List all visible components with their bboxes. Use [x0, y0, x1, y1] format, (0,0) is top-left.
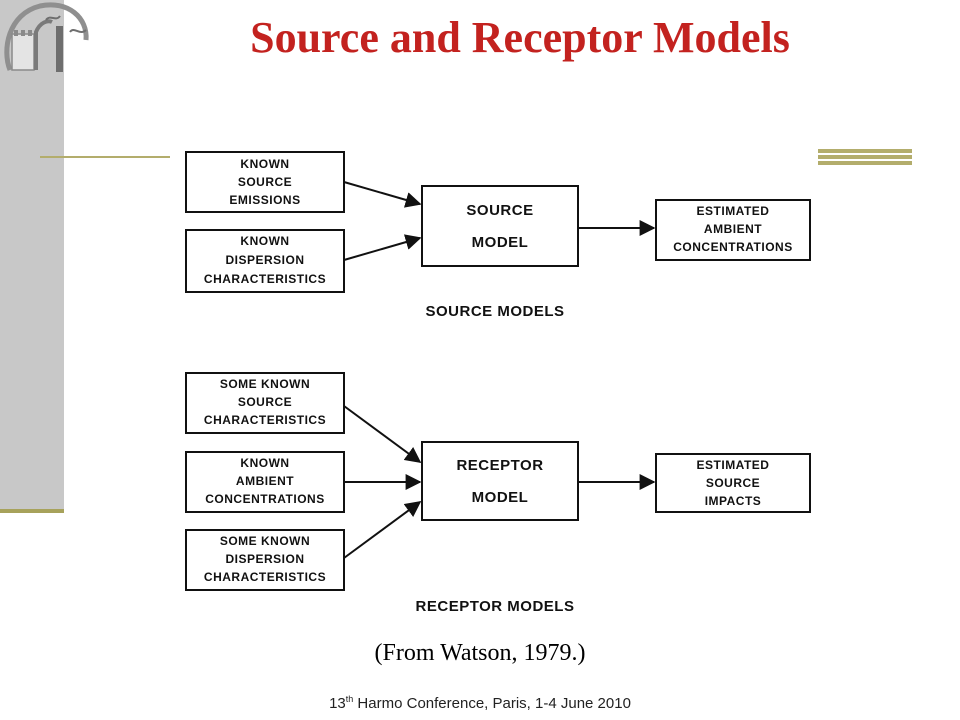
receptor-input-dispersion-line-2: DISPERSION	[225, 552, 304, 566]
arrow-emissions-to-source-model	[343, 181, 422, 208]
slide-title: Source and Receptor Models	[250, 13, 790, 62]
source-input-emissions-line-2: SOURCE	[238, 175, 292, 189]
receptor-input-dispersion: SOME KNOWN DISPERSION CHARACTERISTICS	[185, 529, 345, 591]
source-input-dispersion-line-3: CHARACTERISTICS	[204, 272, 326, 286]
receptor-output-line-1: ESTIMATED	[697, 458, 770, 472]
receptor-model-line-1: RECEPTOR	[456, 457, 543, 474]
receptor-input-ambient-line-2: AMBIENT	[236, 474, 294, 488]
receptor-output-line-2: SOURCE	[706, 476, 760, 490]
footer-ordinal-suffix: th	[345, 694, 354, 704]
receptor-model-box: RECEPTOR MODEL	[421, 441, 579, 521]
receptor-output-line-3: IMPACTS	[705, 494, 762, 508]
source-output-line-3: CONCENTRATIONS	[673, 240, 792, 254]
receptor-input-dispersion-line-1: SOME KNOWN	[220, 534, 310, 548]
receptor-models-caption: RECEPTOR MODELS	[416, 598, 575, 615]
source-model-line-2: MODEL	[472, 234, 529, 251]
source-output-line-2: AMBIENT	[704, 222, 762, 236]
receptor-input-ambient: KNOWN AMBIENT CONCENTRATIONS	[185, 451, 345, 513]
source-output-box: ESTIMATED AMBIENT CONCENTRATIONS	[655, 199, 811, 261]
receptor-input-dispersion-line-3: CHARACTERISTICS	[204, 570, 326, 584]
source-output-line-1: ESTIMATED	[697, 204, 770, 218]
university-logo-icon	[4, 2, 89, 72]
receptor-input-ambient-line-1: KNOWN	[240, 456, 289, 470]
sidebar-base-line	[0, 509, 64, 513]
receptor-model-line-2: MODEL	[472, 489, 529, 506]
source-input-emissions-line-1: KNOWN	[240, 157, 289, 171]
footer: 13th Harmo Conference, Paris, 1-4 June 2…	[280, 694, 680, 712]
receptor-input-source-line-2: SOURCE	[238, 395, 292, 409]
receptor-input-source-line-3: CHARACTERISTICS	[204, 413, 326, 427]
citation: (From Watson, 1979.)	[374, 640, 586, 666]
footer-text: Harmo Conference, Paris, 1-4 June 2010	[353, 695, 631, 712]
source-models-caption: SOURCE MODELS	[425, 303, 564, 320]
receptor-input-ambient-line-3: CONCENTRATIONS	[205, 492, 324, 506]
arrow-source-characteristics-to-receptor-model	[343, 405, 422, 463]
arrow-dispersion-to-receptor-model	[343, 501, 422, 559]
source-input-emissions-line-3: EMISSIONS	[229, 193, 300, 207]
arrow-dispersion-to-source-model	[343, 234, 422, 261]
source-input-emissions: KNOWN SOURCE EMISSIONS	[185, 151, 345, 213]
receptor-input-source: SOME KNOWN SOURCE CHARACTERISTICS	[185, 372, 345, 434]
model-flow-diagram: KNOWN SOURCE EMISSIONS KNOWN DISPERSION …	[185, 151, 811, 615]
title-rule-right	[818, 149, 912, 167]
source-input-dispersion: KNOWN DISPERSION CHARACTERISTICS	[185, 229, 345, 293]
source-model-line-1: SOURCE	[466, 202, 533, 219]
receptor-output-box: ESTIMATED SOURCE IMPACTS	[655, 453, 811, 513]
footer-ordinal-number: 13	[329, 695, 346, 712]
source-model-box: SOURCE MODEL	[421, 185, 579, 267]
source-input-dispersion-line-2: DISPERSION	[225, 253, 304, 267]
source-input-dispersion-line-1: KNOWN	[240, 234, 289, 248]
receptor-input-source-line-1: SOME KNOWN	[220, 377, 310, 391]
title-rule-left	[40, 156, 170, 158]
sidebar-band	[0, 0, 64, 512]
